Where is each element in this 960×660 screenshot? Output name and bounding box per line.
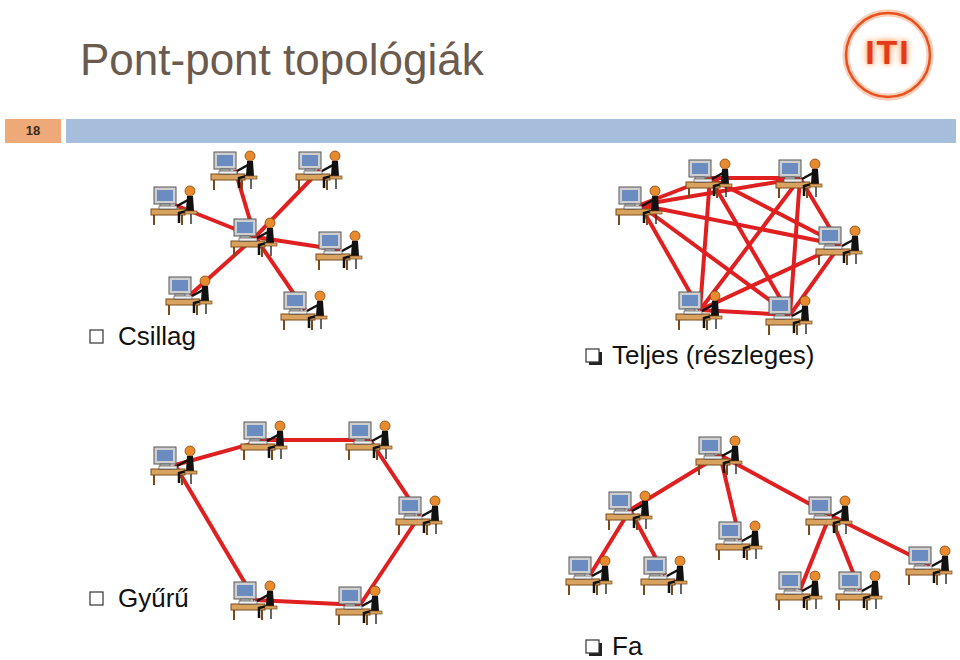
- logo: [846, 13, 930, 97]
- slide-title: Pont-pont topológiák: [80, 36, 484, 84]
- workstation-icon: [231, 218, 277, 257]
- workstation-icon: [616, 186, 662, 225]
- topology-label: Csillag: [118, 322, 196, 351]
- network-link: [175, 465, 255, 600]
- logo-text: ITI: [848, 34, 928, 71]
- network-link: [800, 515, 830, 590]
- workstation-icon: [316, 231, 362, 270]
- workstation-icon: [641, 556, 687, 595]
- bullet-square: [90, 592, 103, 605]
- header-bar: [66, 119, 956, 143]
- network-link: [700, 178, 710, 310]
- workstation-icon: [396, 496, 442, 535]
- network-link: [360, 515, 420, 605]
- network-link: [630, 510, 665, 575]
- workstation-icon: [166, 276, 212, 315]
- bullet-square: [90, 330, 103, 343]
- network-link: [790, 178, 800, 315]
- network-link: [720, 455, 830, 515]
- workstation-icon: [231, 581, 277, 620]
- workstation-icon: [766, 296, 812, 335]
- network-link: [800, 178, 840, 245]
- bullet-square: [586, 640, 602, 656]
- workstation-icon: [806, 496, 852, 535]
- bullet-square: [586, 349, 602, 365]
- workstation-icon: [776, 571, 822, 610]
- workstation-icon: [566, 556, 612, 595]
- workstation-icon: [676, 291, 722, 330]
- network-link: [720, 455, 740, 540]
- network-link: [640, 205, 700, 310]
- workstation-icon: [686, 159, 732, 198]
- workstation-icon: [241, 421, 287, 460]
- topology-label: Teljes (részleges): [612, 341, 814, 370]
- network-link: [370, 440, 420, 515]
- network-link: [830, 515, 930, 565]
- topology-label: Fa: [612, 632, 642, 660]
- workstation-icon: [816, 226, 862, 265]
- workstation-icon: [151, 186, 197, 225]
- workstation-icon: [836, 571, 882, 610]
- workstation-icon: [696, 436, 742, 475]
- workstation-icon: [151, 446, 197, 485]
- workstation-icon: [281, 291, 327, 330]
- workstation-icon: [716, 521, 762, 560]
- network-link: [700, 178, 800, 310]
- workstation-icon: [346, 421, 392, 460]
- network-link: [255, 237, 305, 310]
- workstation-icon: [776, 159, 822, 198]
- slide-number-box: [5, 119, 61, 143]
- workstation-icon: [296, 151, 342, 190]
- workstation-icon: [211, 151, 257, 190]
- workstation-icon: [606, 491, 652, 530]
- workstation-icon: [336, 586, 382, 625]
- workstation-icon: [906, 546, 952, 585]
- slide-number: 18: [5, 119, 61, 143]
- topology-label: Gyűrű: [118, 584, 189, 613]
